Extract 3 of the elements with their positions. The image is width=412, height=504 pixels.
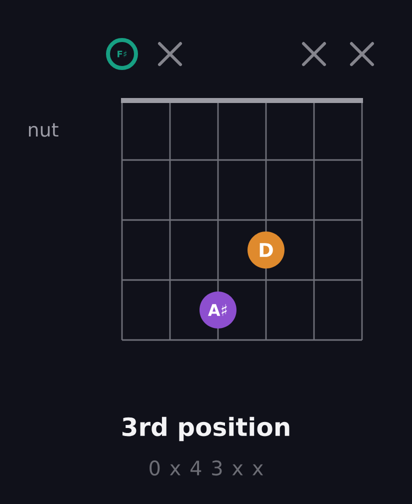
title: 3rd position: [122, 416, 290, 442]
caption: 0 x 4 3 x x: [150, 460, 264, 476]
row-label: nut: [28, 123, 58, 137]
